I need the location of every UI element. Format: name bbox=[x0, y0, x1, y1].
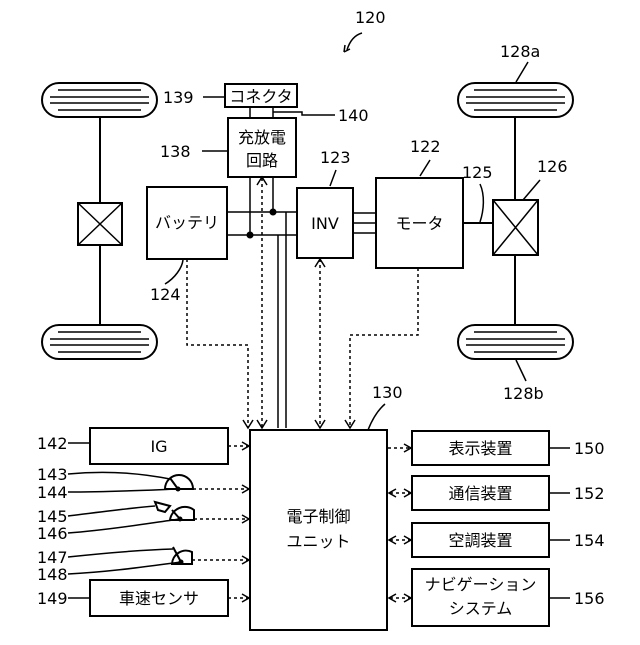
ref-126-leader bbox=[523, 180, 540, 200]
wheel-rear-right bbox=[458, 325, 573, 359]
arrowhead-air-conditioner-right bbox=[404, 536, 411, 544]
ref-140: 140 bbox=[338, 106, 369, 125]
navigation-label-line1: ナビゲーション bbox=[425, 575, 537, 594]
inverter-label: INV bbox=[311, 214, 339, 233]
ref-128a-leader bbox=[516, 62, 528, 82]
ig-label: IG bbox=[150, 437, 167, 456]
battery-label: バッテリ bbox=[155, 213, 219, 232]
charge-circuit-label-line1: 充放電 bbox=[238, 128, 286, 147]
air-conditioner-label: 空調装置 bbox=[448, 531, 512, 550]
arrowhead-navigation-right bbox=[404, 594, 411, 602]
ref-128b: 128b bbox=[503, 384, 544, 403]
arrowhead-ig bbox=[242, 442, 249, 450]
ref-144-leader bbox=[68, 489, 178, 492]
ref-122: 122 bbox=[410, 137, 441, 156]
display-label: 表示装置 bbox=[448, 439, 512, 458]
ref-140-leader bbox=[273, 112, 335, 115]
connector-label: コネクタ bbox=[229, 87, 292, 106]
figure-number-leader bbox=[347, 33, 362, 50]
arrowhead-communication-right bbox=[404, 489, 411, 497]
signal-battery bbox=[187, 259, 248, 428]
wheel-rear-left bbox=[42, 325, 157, 359]
ref-143-leader bbox=[68, 472, 170, 479]
arrowhead-pedal-3 bbox=[242, 556, 249, 564]
ref-124: 124 bbox=[150, 285, 181, 304]
ref-130-leader bbox=[368, 404, 385, 430]
ref-143: 143 bbox=[37, 465, 68, 484]
arrowhead-speed-sensor bbox=[242, 594, 249, 602]
ref-146-leader bbox=[68, 519, 180, 533]
ref-150: 150 bbox=[574, 439, 605, 458]
figure-number: 120 bbox=[355, 8, 386, 27]
ref-125: 125 bbox=[462, 163, 493, 182]
ref-147-leader bbox=[68, 549, 173, 557]
ref-128b-leader bbox=[516, 360, 526, 381]
ref-154: 154 bbox=[574, 531, 605, 550]
wheel-front-left bbox=[42, 83, 157, 117]
ref-122-leader bbox=[420, 160, 430, 176]
ecu-label-line2: ユニット bbox=[286, 532, 350, 551]
ref-138: 138 bbox=[160, 142, 191, 161]
ref-128a: 128a bbox=[500, 42, 540, 61]
ref-126: 126 bbox=[537, 157, 568, 176]
ref-123-leader bbox=[330, 170, 336, 186]
ref-144: 144 bbox=[37, 483, 68, 502]
motor-label: モータ bbox=[395, 214, 443, 233]
ecu-label-line1: 電子制御 bbox=[286, 507, 350, 526]
navigation-label-line2: システム bbox=[449, 599, 513, 618]
ref-152: 152 bbox=[574, 484, 605, 503]
pedal-sensor-2 bbox=[155, 502, 194, 522]
ref-125-leader bbox=[480, 184, 483, 222]
communication-label: 通信装置 bbox=[448, 484, 512, 503]
pedal-sensor-3 bbox=[172, 547, 192, 565]
ref-148: 148 bbox=[37, 565, 68, 584]
ecu-box bbox=[250, 430, 387, 630]
charge-circuit-label-line2: 回路 bbox=[246, 151, 278, 170]
ref-148-leader bbox=[68, 562, 181, 574]
ref-123: 123 bbox=[320, 148, 351, 167]
wheel-front-right bbox=[458, 83, 573, 117]
speed-sensor-label: 車速センサ bbox=[119, 589, 199, 608]
ref-139: 139 bbox=[163, 88, 194, 107]
ref-130: 130 bbox=[372, 383, 403, 402]
ref-124-leader bbox=[165, 260, 183, 284]
left-axle-group bbox=[42, 83, 157, 359]
ref-149: 149 bbox=[37, 589, 68, 608]
ref-146: 146 bbox=[37, 524, 68, 543]
ref-145-leader bbox=[68, 506, 155, 516]
ref-156: 156 bbox=[574, 589, 605, 608]
ref-142: 142 bbox=[37, 434, 68, 453]
